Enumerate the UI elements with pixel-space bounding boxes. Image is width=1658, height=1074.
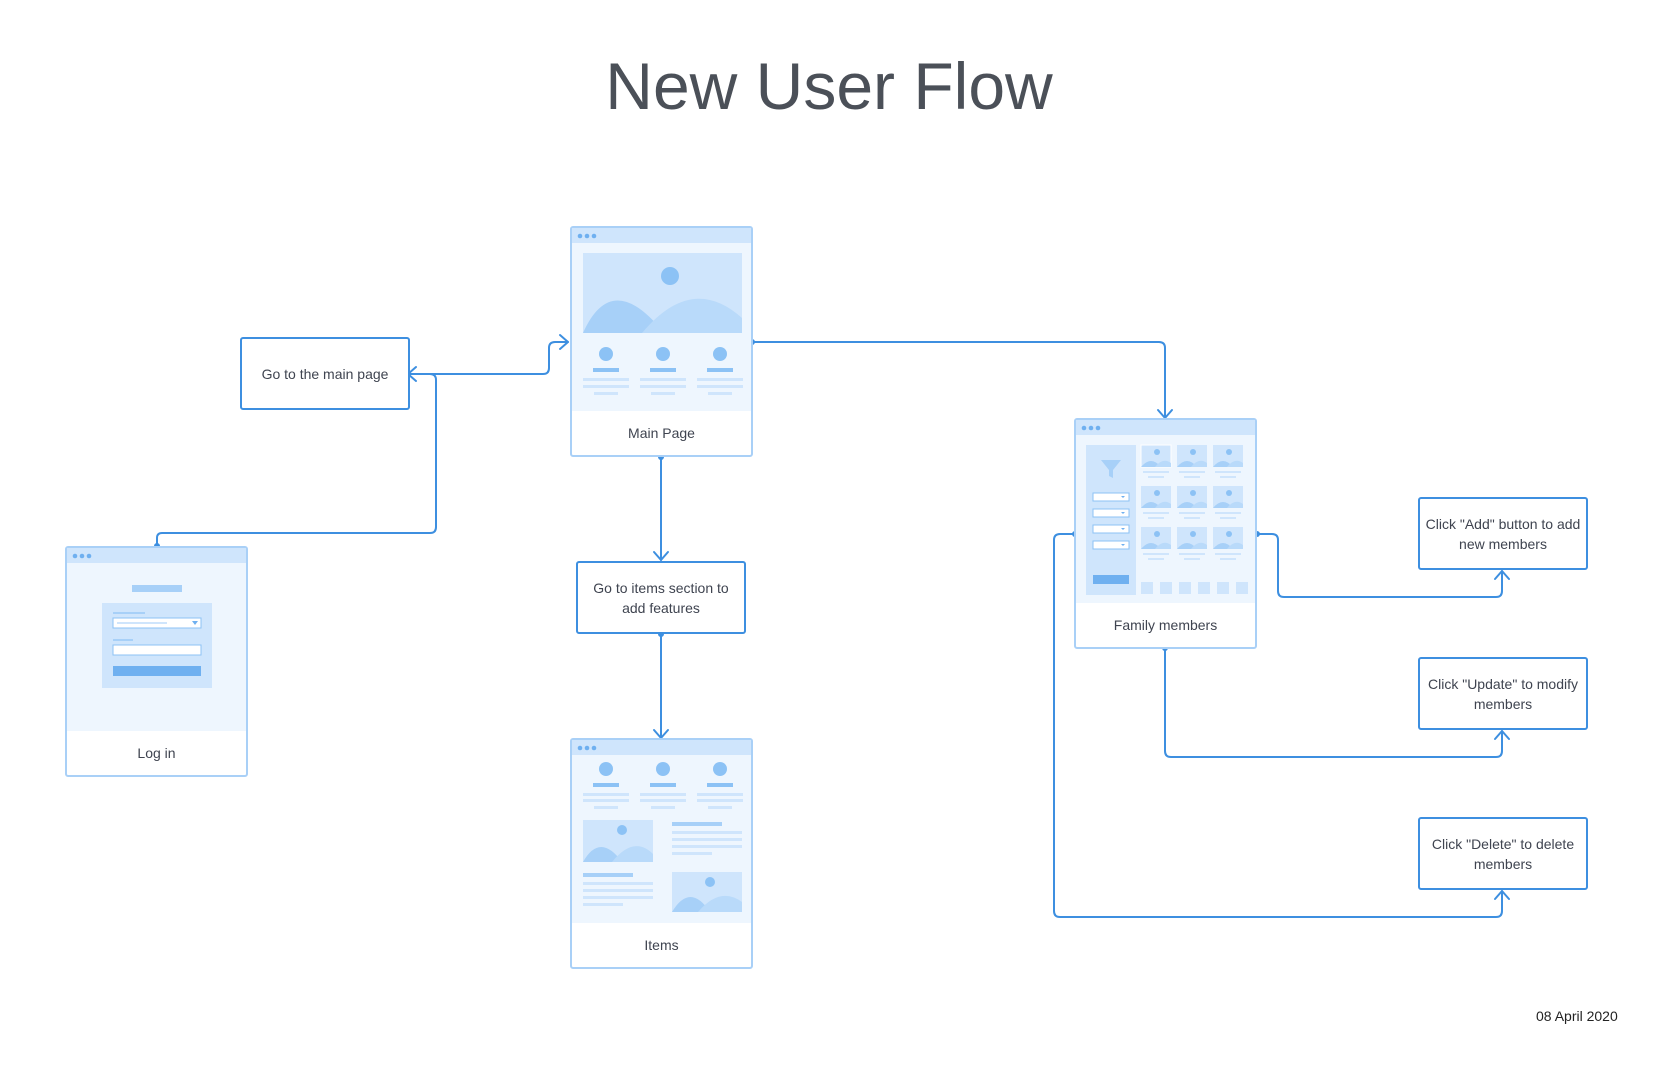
- arrowhead-delete: [1494, 890, 1510, 900]
- step-click-update[interactable]: Click "Update" to modify members: [1418, 657, 1588, 730]
- screen-title: Main Page: [628, 425, 695, 441]
- connector-family-to-delete: [1053, 533, 1503, 918]
- connector-login-to-gomain: [156, 373, 437, 547]
- arrowhead-add: [1494, 570, 1510, 580]
- screen-title: Family members: [1113, 617, 1218, 633]
- arrowhead-goitems: [653, 551, 669, 561]
- items-wireframe: [572, 740, 751, 923]
- connector-family-to-add: [1256, 533, 1503, 598]
- step-go-to-items[interactable]: Go to items section to add features: [576, 561, 746, 634]
- family-members-wireframe: [1076, 420, 1255, 603]
- screen-log-in[interactable]: Log in: [65, 546, 248, 777]
- step-go-to-main-page[interactable]: Go to the main page: [240, 337, 410, 410]
- screen-main-page[interactable]: Main Page: [570, 226, 753, 457]
- login-wireframe: [67, 548, 246, 731]
- connector-mainpage-to-family: [751, 341, 1166, 419]
- step-label: Click "Delete" to delete members: [1431, 835, 1575, 872]
- screen-family-members[interactable]: Family members: [1074, 418, 1257, 649]
- screen-items[interactable]: Items: [570, 738, 753, 969]
- step-label: Click "Update" to modify members: [1428, 675, 1578, 712]
- step-label: Click "Add" button to add new members: [1425, 515, 1581, 552]
- screen-title: Items: [644, 937, 679, 953]
- screen-title: Log in: [137, 745, 176, 761]
- arrowhead-mainpage: [559, 334, 569, 350]
- step-label: Go to the main page: [261, 365, 389, 382]
- step-click-add[interactable]: Click "Add" button to add new members: [1418, 497, 1588, 570]
- step-label: Go to items section to add features: [593, 579, 729, 616]
- connector-gomain-to-mainpage: [407, 341, 569, 375]
- arrowhead-update: [1494, 730, 1510, 740]
- connector-family-to-update: [1164, 647, 1503, 758]
- main-page-wireframe: [572, 228, 751, 411]
- step-click-delete[interactable]: Click "Delete" to delete members: [1418, 817, 1588, 890]
- date-stamp: 08 April 2020: [1536, 1008, 1618, 1024]
- diagram-title: New User Flow: [605, 49, 1053, 123]
